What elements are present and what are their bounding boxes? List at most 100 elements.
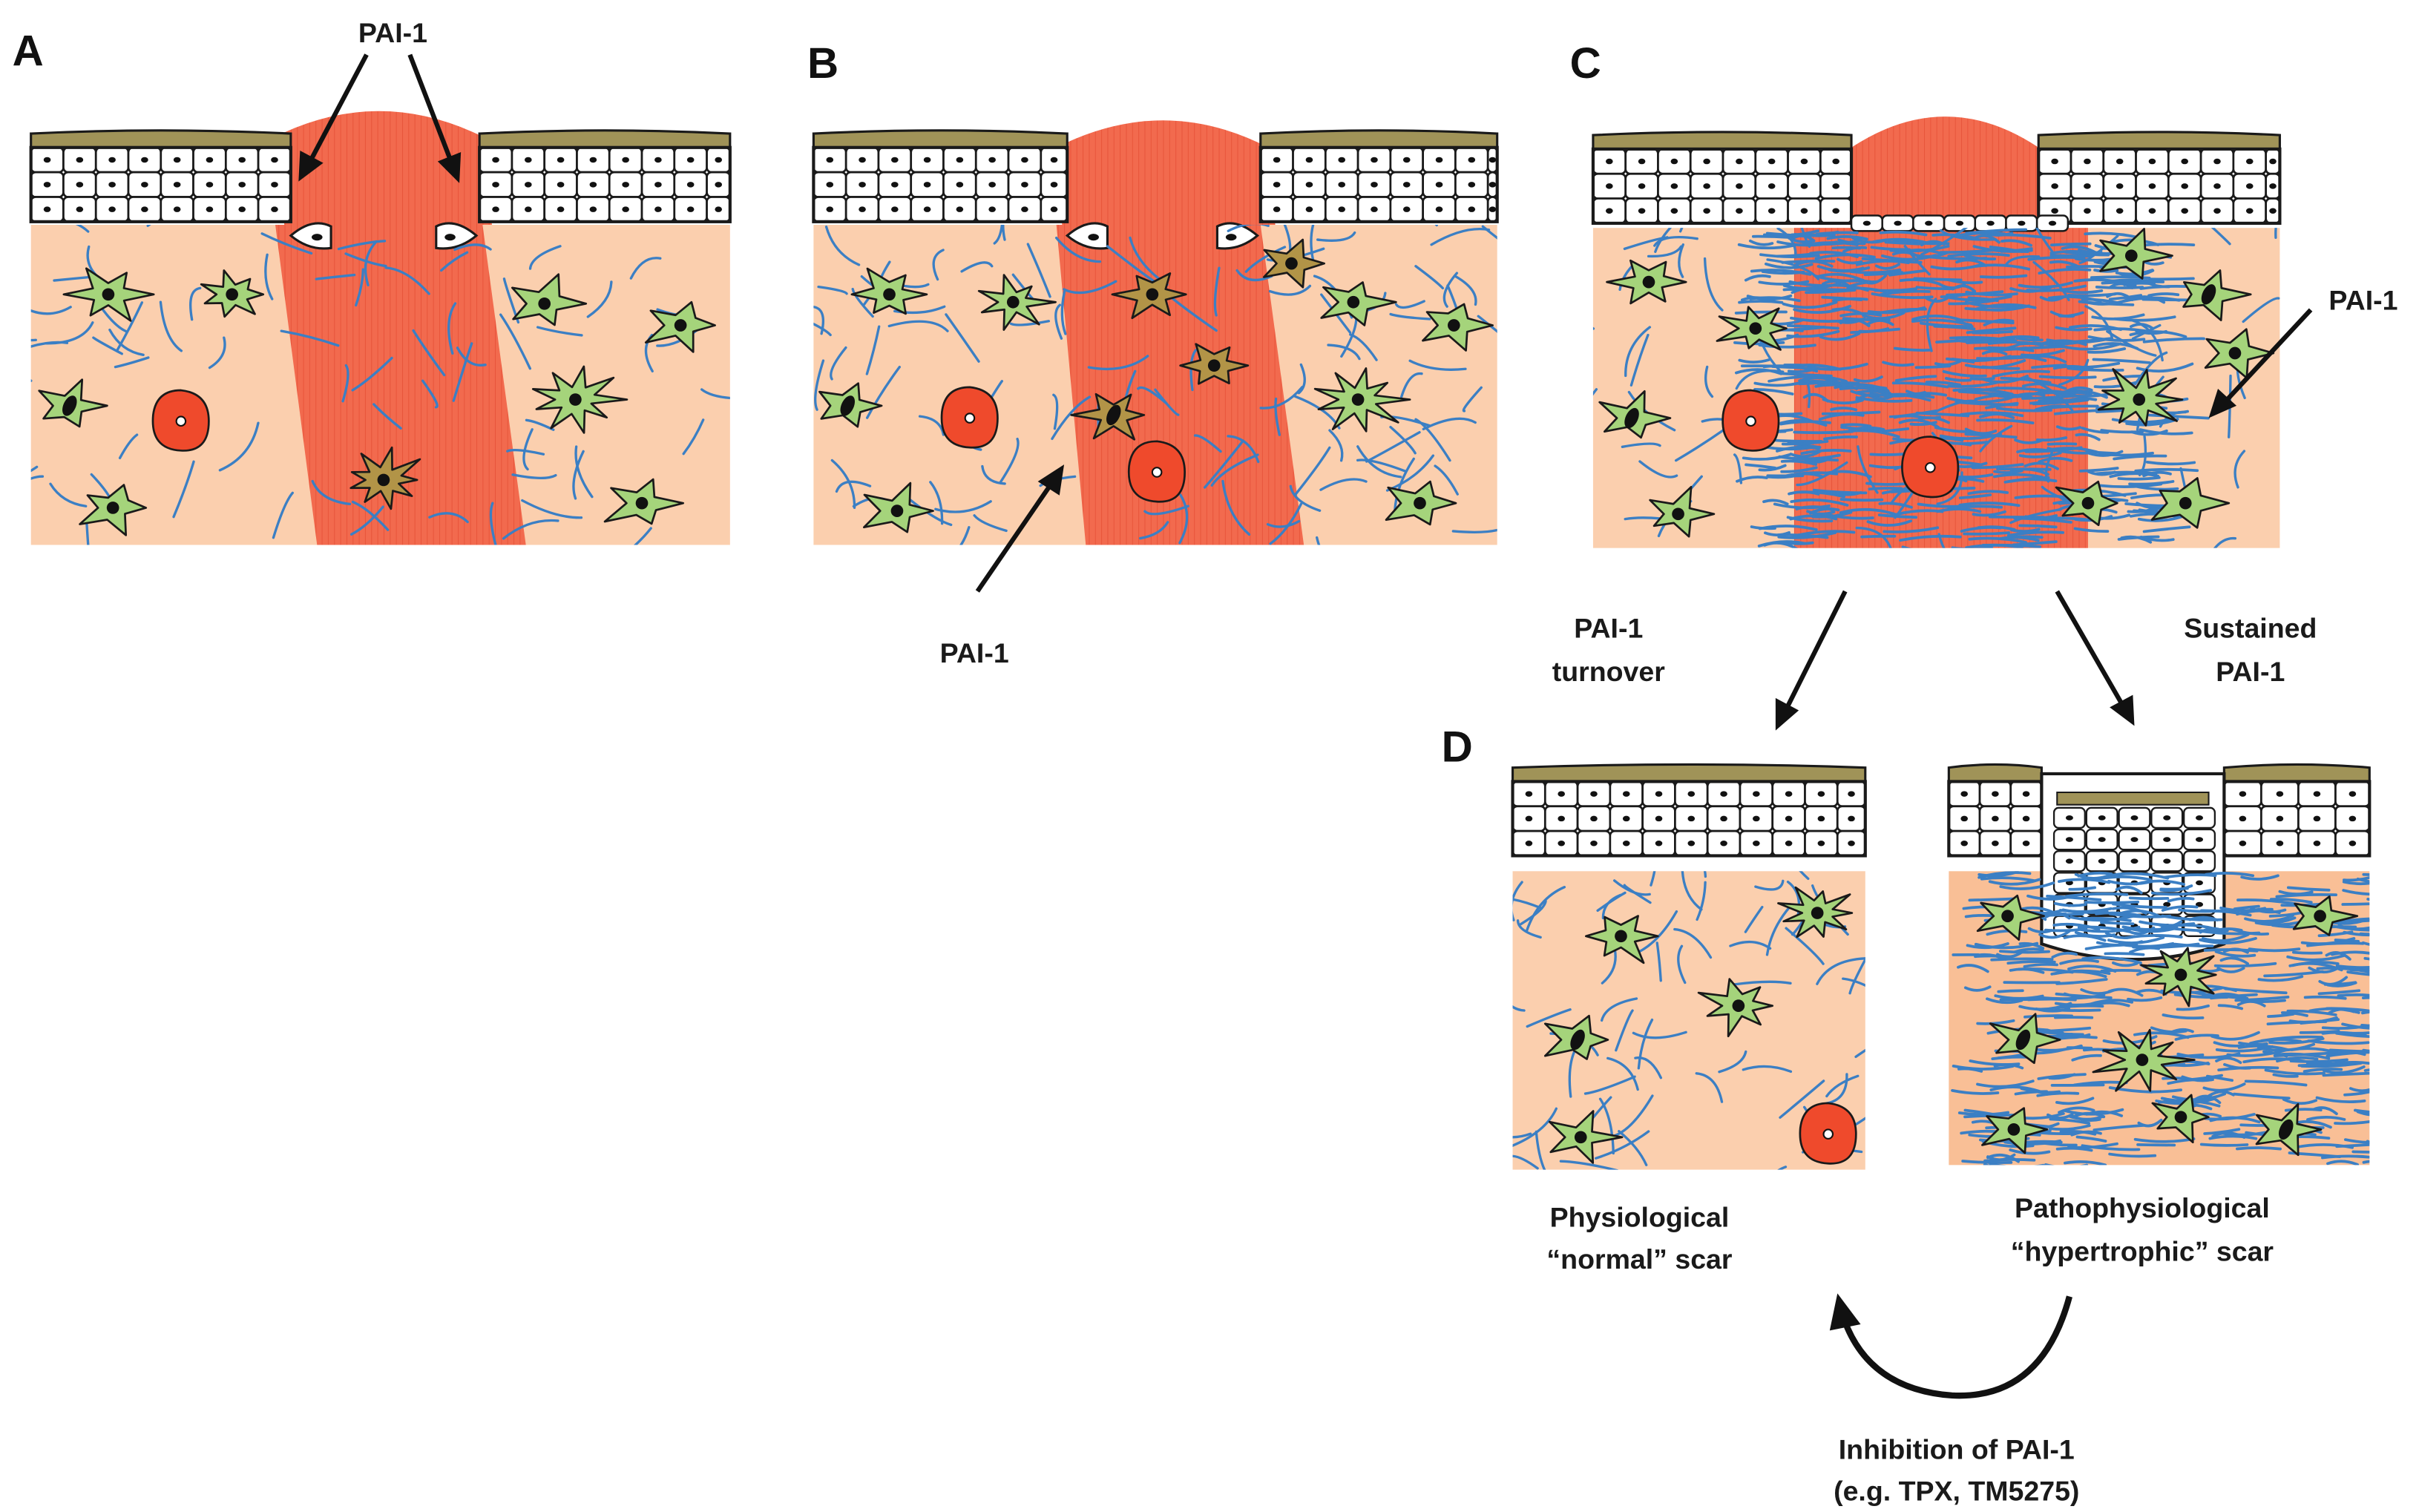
nucleus — [654, 157, 662, 163]
collagen-fiber — [2186, 1074, 2223, 1082]
nucleus — [1817, 791, 1825, 797]
collagen-fiber — [2006, 530, 2065, 537]
collagen-fiber — [2308, 966, 2338, 974]
collagen-fiber — [2081, 916, 2132, 922]
collagen-fiber — [1758, 344, 1816, 349]
collagen-fiber — [2202, 1082, 2246, 1092]
collagen-fiber — [2215, 1045, 2274, 1053]
nucleus — [206, 157, 214, 163]
collagen-fiber — [1992, 473, 2044, 479]
collagen-fiber — [1951, 545, 1994, 548]
collagen-fiber — [2135, 879, 2185, 886]
collagen-fiber — [1768, 438, 1823, 443]
collagen-fiber — [2038, 516, 2096, 522]
collagen-fiber — [2036, 436, 2068, 442]
collagen-fiber — [2232, 928, 2270, 936]
nucleus — [1753, 791, 1760, 797]
nucleus — [1848, 791, 1855, 797]
collagen-fiber — [2148, 277, 2195, 281]
collagen-fiber — [2366, 898, 2370, 901]
nucleus — [2022, 815, 2030, 822]
collagen-fiber — [1985, 401, 2019, 410]
nucleus — [1642, 275, 1655, 289]
collagen-fiber — [349, 505, 384, 536]
collagen-fiber — [2000, 376, 2052, 384]
collagen-fiber — [2048, 1124, 2091, 1131]
collagen-fiber — [2078, 467, 2119, 473]
collagen-fiber — [1975, 263, 2031, 271]
collagen-fiber — [1939, 248, 2001, 254]
collagen-fiber — [830, 458, 856, 510]
collagen-fiber — [2291, 961, 2340, 967]
collagen-fiber — [1512, 1132, 1532, 1139]
nucleus — [890, 504, 904, 517]
nucleus — [2314, 910, 2326, 923]
collagen-fiber — [2239, 999, 2286, 1004]
collagen-fiber — [2142, 525, 2191, 533]
pai1-label-a: PAI-1 — [358, 17, 427, 48]
collagen-fiber — [499, 313, 532, 370]
collagen-fiber — [1884, 240, 1921, 246]
collagen-fiber — [2171, 924, 2217, 930]
collagen-fiber — [2055, 425, 2082, 431]
collagen-fiber — [2081, 427, 2110, 434]
panel-d-hypertrophic-scar — [1947, 763, 2372, 1166]
collagen-fiber — [2242, 1057, 2306, 1064]
collagen-fiber — [2316, 967, 2370, 974]
fibroblasts — [1976, 894, 2359, 1157]
collagen-fiber — [851, 287, 874, 318]
collagen-fiber — [1063, 280, 1117, 295]
collagen-fiber — [1999, 881, 2055, 890]
turnover-label-line1: PAI-1 — [1574, 613, 1643, 644]
collagen-fiber — [2055, 992, 2113, 999]
nucleus — [492, 206, 499, 212]
nucleus — [1622, 841, 1630, 847]
nucleus — [569, 393, 582, 406]
collagen-fiber — [1002, 225, 1006, 241]
collagen-fiber — [1879, 289, 1931, 297]
collagen-fiber — [2018, 941, 2045, 950]
nucleus — [589, 206, 597, 212]
nucleus — [1960, 841, 1968, 847]
collagen-fiber — [2133, 1031, 2190, 1039]
fibroblast-cell — [2182, 269, 2252, 321]
nucleus — [492, 182, 499, 188]
collagen-fiber — [2280, 1011, 2308, 1017]
collagen-fiber — [1765, 231, 1812, 238]
collagen-fiber — [2161, 904, 2199, 912]
collagen-fiber — [2055, 1146, 2093, 1152]
nucleus — [891, 206, 899, 212]
collagen-fiber — [2087, 335, 2146, 342]
crust-layer — [30, 129, 292, 149]
collagen-fiber — [30, 338, 37, 342]
nucleus — [141, 157, 148, 163]
collagen-fiber — [1650, 871, 1656, 887]
collagen-fiber — [2142, 470, 2172, 478]
collagen-fiber — [2341, 1022, 2370, 1030]
collagen-fiber — [1776, 445, 1820, 453]
nucleus — [43, 206, 51, 212]
collagen-fiber — [2193, 1094, 2222, 1105]
collagen-fiber — [633, 527, 652, 545]
collagen-fiber — [2356, 877, 2370, 884]
nucleus — [271, 206, 278, 212]
nucleus — [141, 182, 148, 188]
collagen-fiber — [1840, 423, 1872, 428]
collagen-fiber — [1138, 521, 1169, 540]
collagen-fiber — [1638, 460, 1678, 479]
collagen-fiber — [2108, 294, 2143, 301]
nucleus — [1574, 1131, 1587, 1144]
normal-scar-label-line2: “normal” scar — [1546, 1243, 1733, 1275]
collagen-fiber — [2049, 1117, 2091, 1125]
collagen-fiber — [2321, 1024, 2370, 1030]
collagen-fiber — [2167, 896, 2195, 903]
collagen-fiber — [1853, 375, 1883, 383]
collagen-fiber — [1880, 254, 1937, 261]
collagen-fiber — [1919, 321, 1974, 328]
collagen-fiber — [2217, 1004, 2244, 1010]
collagen-fiber — [2059, 289, 2104, 295]
nucleus — [141, 206, 148, 212]
nucleus — [1347, 295, 1360, 309]
collagen-fiber — [489, 502, 497, 545]
collagen-fiber — [2120, 535, 2153, 544]
